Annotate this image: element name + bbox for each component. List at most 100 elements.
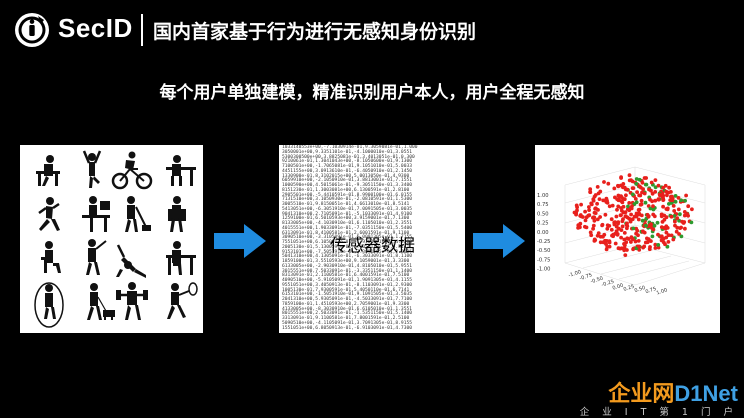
sensor-data-row: 5300300500e+00,3.8825081e-01,3.4013051e-… bbox=[282, 154, 415, 160]
scatter-point bbox=[647, 187, 651, 192]
brand-name: SecID bbox=[58, 13, 133, 43]
scatter-point bbox=[675, 216, 680, 221]
scatter-point bbox=[576, 226, 580, 230]
scatter-point bbox=[606, 181, 611, 186]
sensor-data-row: 9041310e+00,2.7105091e-01,-5.1033091e-01… bbox=[282, 211, 412, 217]
sensor-data-row: 6153101e+00,-1.5051910e-01,9.1091505e-01… bbox=[282, 292, 412, 298]
scatter-point bbox=[671, 204, 676, 208]
figure-desk-icon bbox=[166, 155, 196, 186]
scatter-point bbox=[619, 195, 624, 200]
y-tick-label: 0.50 bbox=[537, 211, 549, 217]
scatter-point bbox=[665, 193, 669, 198]
header-divider bbox=[141, 14, 143, 46]
scatter-point bbox=[616, 183, 620, 188]
scatter-point bbox=[669, 190, 673, 194]
scatter-point bbox=[661, 204, 665, 209]
x-tick-label: -0.25 bbox=[601, 279, 615, 289]
scatter-point bbox=[637, 207, 642, 212]
y-tick-label: 0.00 bbox=[537, 230, 549, 236]
scatter-point bbox=[672, 214, 677, 218]
scatter-point bbox=[661, 236, 666, 241]
scatter-point bbox=[689, 220, 694, 225]
watermark-en: D1Net bbox=[674, 381, 738, 406]
scatter-point bbox=[607, 204, 612, 209]
page-title: 国内首家基于行为进行无感知身份识别 bbox=[153, 21, 477, 43]
y-tick-label: -0.75 bbox=[537, 257, 550, 263]
figure-sitting-phone-icon bbox=[41, 241, 61, 273]
scatter-point bbox=[660, 195, 665, 199]
scatter-point bbox=[595, 233, 600, 238]
scatter-point bbox=[625, 187, 630, 192]
sensor-data-row: 2005130e-01,5.1300591e-01,8.0050110e-01,… bbox=[282, 244, 410, 250]
x-tick-label: 1.00 bbox=[656, 287, 668, 296]
scatter-point bbox=[628, 206, 633, 210]
scatter-point bbox=[588, 230, 593, 235]
scatter-point bbox=[679, 198, 683, 203]
scatter-point bbox=[586, 213, 591, 218]
figure-cleaning-icon bbox=[125, 196, 151, 232]
sensor-data-row: 6133005e+00,-2.9030910e-01,4.8105010e-01… bbox=[282, 263, 412, 269]
sensor-data-row: 5413051e+00,-6.3051910e-01,7.0091505e-01… bbox=[282, 206, 412, 212]
scatter-point bbox=[625, 207, 630, 211]
y-tick-label: -1.00 bbox=[537, 267, 550, 273]
scatter-point bbox=[609, 227, 614, 232]
scatter-point bbox=[593, 193, 598, 197]
sensor-data-row: 1005130e-01,7.9300591e-01,5.4050110e-01,… bbox=[282, 287, 410, 293]
y-axis-ticks: 1.000.750.500.250.00-0.25-0.50-0.75-1.00 bbox=[537, 193, 550, 273]
scatter-point bbox=[592, 210, 597, 215]
scatter-point bbox=[587, 205, 591, 209]
sensor-data-row: 1330900e-01,8.3102015e+00,5.0013050e-01,… bbox=[282, 173, 410, 179]
scatter-point bbox=[616, 220, 621, 224]
scatter-point bbox=[609, 217, 614, 222]
scatter-point bbox=[629, 212, 633, 217]
sensor-data-row: 4015551e+00,1.9033091e-01,-7.0351150e-01… bbox=[282, 225, 412, 231]
scatter-point bbox=[653, 198, 658, 203]
scatter-point bbox=[650, 234, 655, 239]
scatter-point bbox=[603, 212, 608, 217]
x-tick-label: -1.00 bbox=[568, 269, 582, 279]
x-tick-label: -0.75 bbox=[579, 272, 593, 282]
scatter-point bbox=[638, 202, 643, 207]
figure-weights-icon bbox=[116, 282, 148, 320]
scatter-point bbox=[614, 224, 619, 229]
sensor-data-row: 3050001e+00,9.3351101e-01,-4.1000010e-01… bbox=[282, 149, 412, 155]
scatter-point bbox=[651, 204, 655, 208]
scatter-point bbox=[630, 186, 635, 190]
scatter-point bbox=[624, 223, 629, 227]
scatter-point bbox=[601, 240, 606, 245]
scatter-point bbox=[613, 241, 618, 246]
scatter-point bbox=[597, 197, 602, 201]
scatter-point bbox=[659, 235, 663, 239]
scatter-point bbox=[637, 244, 641, 249]
scatter-point bbox=[663, 242, 667, 247]
scatter-point bbox=[602, 232, 607, 237]
scatter-point bbox=[643, 200, 648, 205]
scatter-point bbox=[631, 226, 636, 231]
scatter-point bbox=[656, 197, 661, 202]
scatter-point bbox=[678, 226, 682, 230]
x-axis-ticks: -1.00-0.75-0.50-0.250.000.250.500.751.00 bbox=[568, 269, 668, 296]
sensor-data-image: 1033140553e+00,-7.1030914e-01,9.3059081e… bbox=[279, 145, 465, 333]
sensor-data-row: 2041310e+00,5.9305091e-01,-4.5033091e-01… bbox=[282, 297, 412, 302]
scatter-point bbox=[605, 223, 610, 228]
scatter-point bbox=[646, 214, 651, 218]
scatter-point bbox=[676, 207, 681, 212]
scatter-point bbox=[583, 224, 587, 229]
scatter-point bbox=[583, 218, 588, 223]
scatter-point bbox=[637, 177, 642, 182]
figure-reading-icon bbox=[166, 241, 196, 275]
scatter-point bbox=[612, 186, 617, 191]
scatter-point bbox=[630, 192, 635, 197]
scatter-point bbox=[627, 173, 632, 178]
scatter-point bbox=[671, 237, 676, 242]
sensor-data-row: 3015551e+00,7.5033091e-01,-3.3351150e-01… bbox=[282, 268, 412, 274]
scatter-point bbox=[620, 219, 625, 224]
scatter-point bbox=[653, 190, 658, 194]
scatter-point bbox=[669, 214, 674, 219]
scatter-point bbox=[626, 237, 631, 241]
sensor-data-row: 3005510e-01,9.8150051e-01,4.6613010e-01,… bbox=[282, 202, 410, 207]
watermark-subtitle: 企 业 I T 第 1 门 户 bbox=[579, 407, 738, 418]
scatter-point bbox=[574, 212, 578, 217]
scatter-point bbox=[642, 176, 647, 180]
